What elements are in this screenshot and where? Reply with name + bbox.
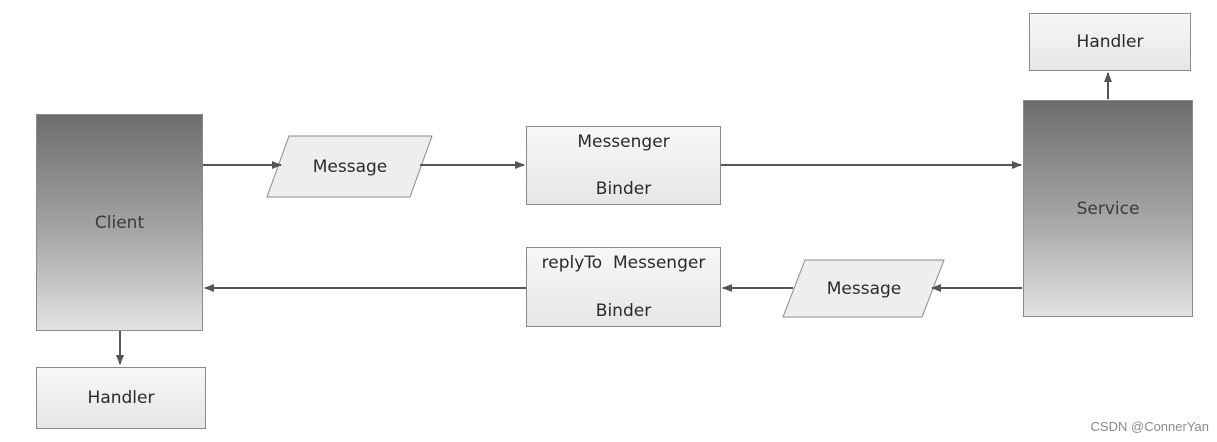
service-label: Service [1076,198,1140,219]
service-handler-node: Handler [1029,13,1191,71]
watermark: CSDN @ConnerYan [1090,419,1209,434]
request-message-label: Message [312,156,388,177]
messenger-binder-label: Binder [595,179,652,199]
service-handler-label: Handler [1076,32,1144,52]
reply-message-shape [782,259,945,318]
client-label: Client [94,212,145,233]
client-node: Client [36,114,203,331]
reply-messenger-label: replyTo Messenger [541,253,706,273]
client-handler-label: Handler [87,388,155,408]
request-message-shape [266,135,433,198]
reply-messenger-binder-node: replyTo Messenger Binder [526,247,721,327]
messenger-label: Messenger [577,132,670,152]
service-node: Service [1023,100,1193,317]
reply-message-label: Message [826,278,902,299]
messenger-binder-node: Messenger Binder [526,126,721,205]
reply-message-label-box: Message [785,260,943,317]
reply-binder-label: Binder [595,301,652,321]
client-handler-node: Handler [36,367,206,429]
request-message-label-box: Message [270,136,430,197]
